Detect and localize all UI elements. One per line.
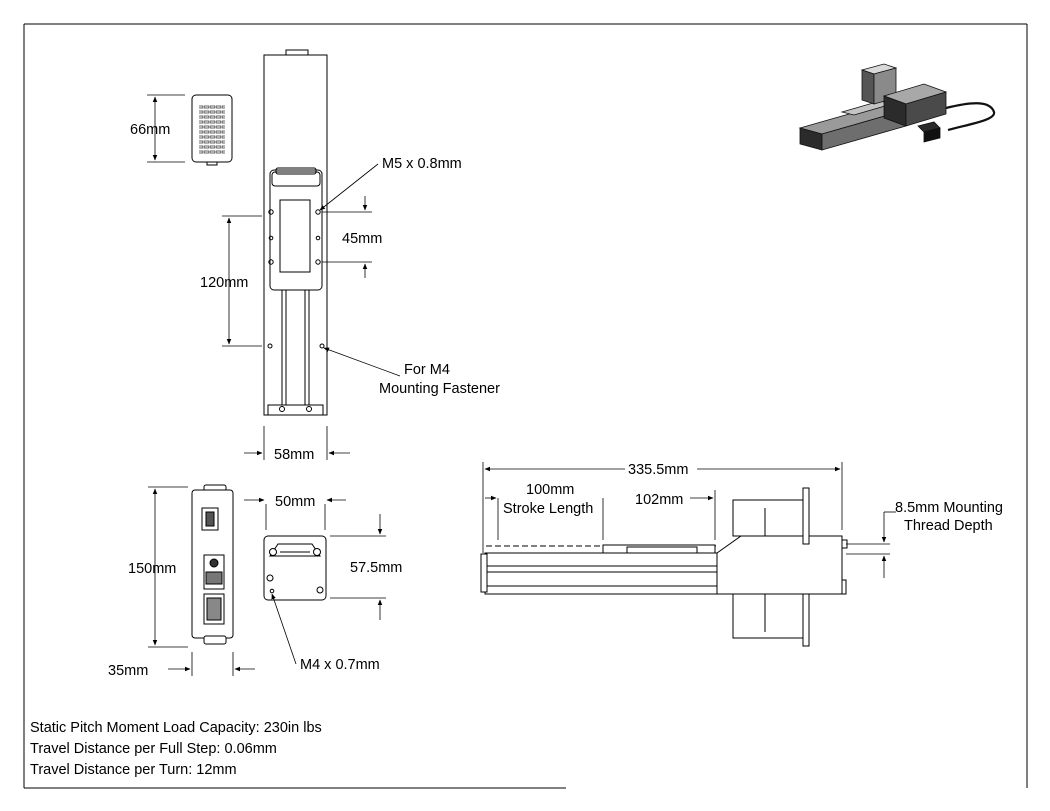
label-thread-line-2: Thread Depth: [904, 518, 993, 534]
label-thread-line-1: 8.5mm Mounting: [895, 500, 1003, 516]
label-overall-length: 335.5mm: [628, 462, 688, 478]
spec-note-load-capacity: Static Pitch Moment Load Capacity: 230in…: [30, 720, 322, 736]
dim-driver-height: [148, 486, 188, 648]
spec-note-travel-per-step: Travel Distance per Full Step: 0.06mm: [30, 741, 277, 757]
label-carriage-spacing: 45mm: [342, 231, 382, 247]
actuator-top-view: [263, 49, 328, 416]
dim-end-height: [330, 514, 386, 620]
dim-carriage-length: [690, 490, 716, 540]
label-driver-height: 150mm: [128, 561, 176, 577]
spec-note-travel-per-turn: Travel Distance per Turn: 12mm: [30, 762, 237, 778]
label-mount-note-1: For M4: [404, 362, 450, 378]
dim-hole-pitch: [222, 215, 262, 347]
dim-carriage-spacing: [322, 196, 372, 278]
label-end-screw: M4 x 0.7mm: [300, 657, 380, 673]
dim-thread-depth: [846, 511, 896, 578]
label-carriage-screw: M5 x 0.8mm: [382, 156, 462, 172]
label-end-height: 57.5mm: [350, 560, 402, 576]
label-end-width: 50mm: [275, 494, 315, 510]
dim-rail-width: [244, 426, 350, 460]
leader-mount-fastener: [323, 347, 401, 377]
dim-overall-length: [482, 462, 843, 553]
label-carriage-length: 102mm: [635, 492, 683, 508]
leader-carriage-screw: [319, 163, 379, 211]
actuator-side-view: [480, 487, 848, 647]
driver-module-top-view: [191, 94, 233, 166]
product-isometric-render: [798, 63, 996, 151]
dim-driver-width: [168, 652, 255, 676]
dim-module-height: [147, 94, 185, 163]
label-stroke-line-1: 100mm: [526, 482, 574, 498]
label-rail-width: 58mm: [274, 447, 314, 463]
label-hole-pitch: 120mm: [200, 275, 248, 291]
label-module-height: 66mm: [130, 122, 170, 138]
driver-side-view: [191, 484, 234, 645]
drawing-border: [23, 23, 1028, 789]
dim-end-width: [244, 497, 346, 530]
leader-end-screw: [271, 593, 297, 665]
spec-notes: Static Pitch Moment Load Capacity: 230in…: [30, 718, 322, 781]
label-stroke-line-2: Stroke Length: [503, 501, 593, 517]
label-driver-width: 35mm: [108, 663, 148, 679]
actuator-end-view: [263, 535, 327, 601]
label-mount-note-2: Mounting Fastener: [379, 381, 500, 397]
dim-stroke-length: [485, 495, 604, 540]
